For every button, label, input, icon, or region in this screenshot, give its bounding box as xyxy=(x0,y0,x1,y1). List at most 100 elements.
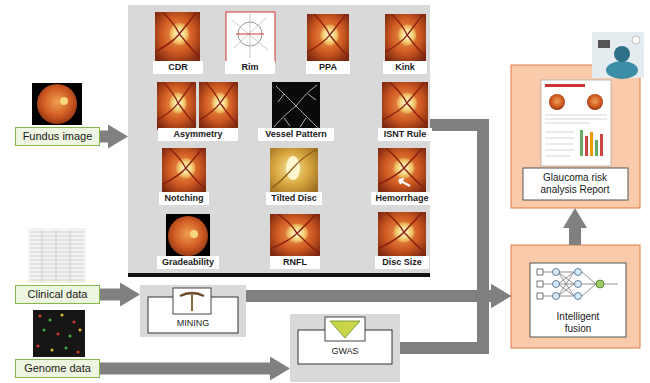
flow-arrow xyxy=(100,289,120,301)
tilted-ground xyxy=(270,148,318,194)
array-spot xyxy=(37,345,40,348)
network-unit xyxy=(553,281,560,288)
fusion-box: Intelligent fusion xyxy=(511,245,640,348)
vessel-ground xyxy=(272,82,320,130)
gradeability-disc xyxy=(190,230,198,238)
network-unit xyxy=(575,281,582,288)
network-input xyxy=(537,293,543,299)
feature-name: Tilted Disc xyxy=(271,193,316,204)
flow-arrow xyxy=(400,296,491,348)
array-spot xyxy=(57,333,60,336)
node-label: GWAS xyxy=(331,346,358,357)
feature-label: Vessel Pattern xyxy=(258,128,334,141)
doc-lines xyxy=(545,132,574,156)
doc-heading xyxy=(545,84,585,87)
report-box: Glaucoma risk analysis Report xyxy=(511,65,640,208)
asymmetry-thumb xyxy=(157,82,196,130)
gradeability-thumb xyxy=(166,214,210,258)
photo-lamp xyxy=(632,36,640,44)
feature-name: RNFL xyxy=(283,257,307,268)
feature-name: Rim xyxy=(241,62,258,73)
feature-label: Hemorrhage xyxy=(371,192,433,205)
table-lines xyxy=(30,230,84,282)
flow-arrow xyxy=(100,363,270,375)
vessel-lines xyxy=(274,85,318,128)
surgeon-photo xyxy=(592,32,644,79)
feature-name: Notching xyxy=(165,193,204,204)
array-spot xyxy=(69,335,72,338)
report-document xyxy=(541,80,611,166)
feature-name: Asymmetry xyxy=(173,129,222,140)
ppa-thumb xyxy=(307,14,349,62)
hemorrhage-thumb xyxy=(378,148,426,194)
array-ground xyxy=(33,310,85,357)
gwas-box: GWAS xyxy=(290,314,400,382)
source-label: Genome data xyxy=(15,359,100,378)
disc-size-thumb xyxy=(378,212,426,258)
cdr-thumb xyxy=(155,12,200,62)
node-label: MINING xyxy=(177,318,210,329)
fundus-photo xyxy=(32,83,82,125)
node-label: Genome data xyxy=(24,362,91,375)
vessel-thumb xyxy=(272,82,320,130)
fundus-ground xyxy=(32,83,82,125)
photo-head xyxy=(614,46,630,62)
array-spot xyxy=(77,351,80,354)
node-label: Clinical data xyxy=(28,288,88,301)
network-input xyxy=(537,281,543,287)
array-spot xyxy=(39,315,42,318)
doc-lines xyxy=(545,115,607,123)
source-label: Fundus image xyxy=(15,127,100,146)
feature-label: Notching xyxy=(159,192,209,205)
gradeability-fundus xyxy=(168,216,208,256)
gwas-icon xyxy=(325,317,365,341)
photo-ground xyxy=(592,32,644,78)
fundus-retina xyxy=(37,84,77,124)
fusion-frame xyxy=(530,263,626,337)
network-output xyxy=(596,280,604,288)
network-unit xyxy=(575,293,582,300)
rim-ground xyxy=(226,12,275,62)
feature-label: Tilted Disc xyxy=(266,192,322,205)
photo-body xyxy=(606,61,638,79)
pick-handle xyxy=(191,293,193,311)
array-spot xyxy=(79,329,82,332)
doc-page xyxy=(541,80,611,166)
gradeability-ground xyxy=(166,214,210,258)
feature-name: Vessel Pattern xyxy=(265,129,327,140)
gwas-ground xyxy=(290,314,400,382)
icon-frame xyxy=(173,288,211,314)
network-unit xyxy=(575,269,582,276)
feature-label: Kink xyxy=(383,61,427,74)
network-input xyxy=(537,269,543,275)
feature-label: RNFL xyxy=(270,256,320,269)
flow-arrow xyxy=(569,228,581,245)
array-spot xyxy=(65,347,68,350)
hemorrhage-pointer xyxy=(399,179,410,186)
feature-name: Disc Size xyxy=(382,257,422,268)
node-label: Fundus image xyxy=(23,130,93,143)
feature-name: ISNT Rule xyxy=(384,129,427,140)
feature-label: Gradeability xyxy=(157,256,219,269)
flow-arrow xyxy=(246,290,491,302)
gwas-funnel xyxy=(330,321,360,338)
feature-name: PPA xyxy=(319,62,337,73)
array-spot xyxy=(61,314,64,317)
array-spot xyxy=(43,329,46,332)
source-label: Clinical data xyxy=(15,285,100,304)
node-label: Intelligent fusion xyxy=(548,311,608,335)
feature-name: Kink xyxy=(395,62,415,73)
panel-rule xyxy=(128,273,430,277)
isnt-thumb xyxy=(382,82,428,130)
network-figure xyxy=(537,269,618,300)
doc-fundus xyxy=(587,94,603,110)
table-ground xyxy=(28,228,86,283)
icon-frame xyxy=(325,317,365,341)
notching-thumb xyxy=(162,148,206,194)
feature-label: PPA xyxy=(306,61,350,74)
doc-bar xyxy=(580,130,583,156)
node-label: Glaucoma risk analysis Report xyxy=(530,172,620,196)
asymmetry-thumb xyxy=(199,82,238,130)
feature-name: CDR xyxy=(168,62,188,73)
rim-thumb xyxy=(226,12,275,62)
